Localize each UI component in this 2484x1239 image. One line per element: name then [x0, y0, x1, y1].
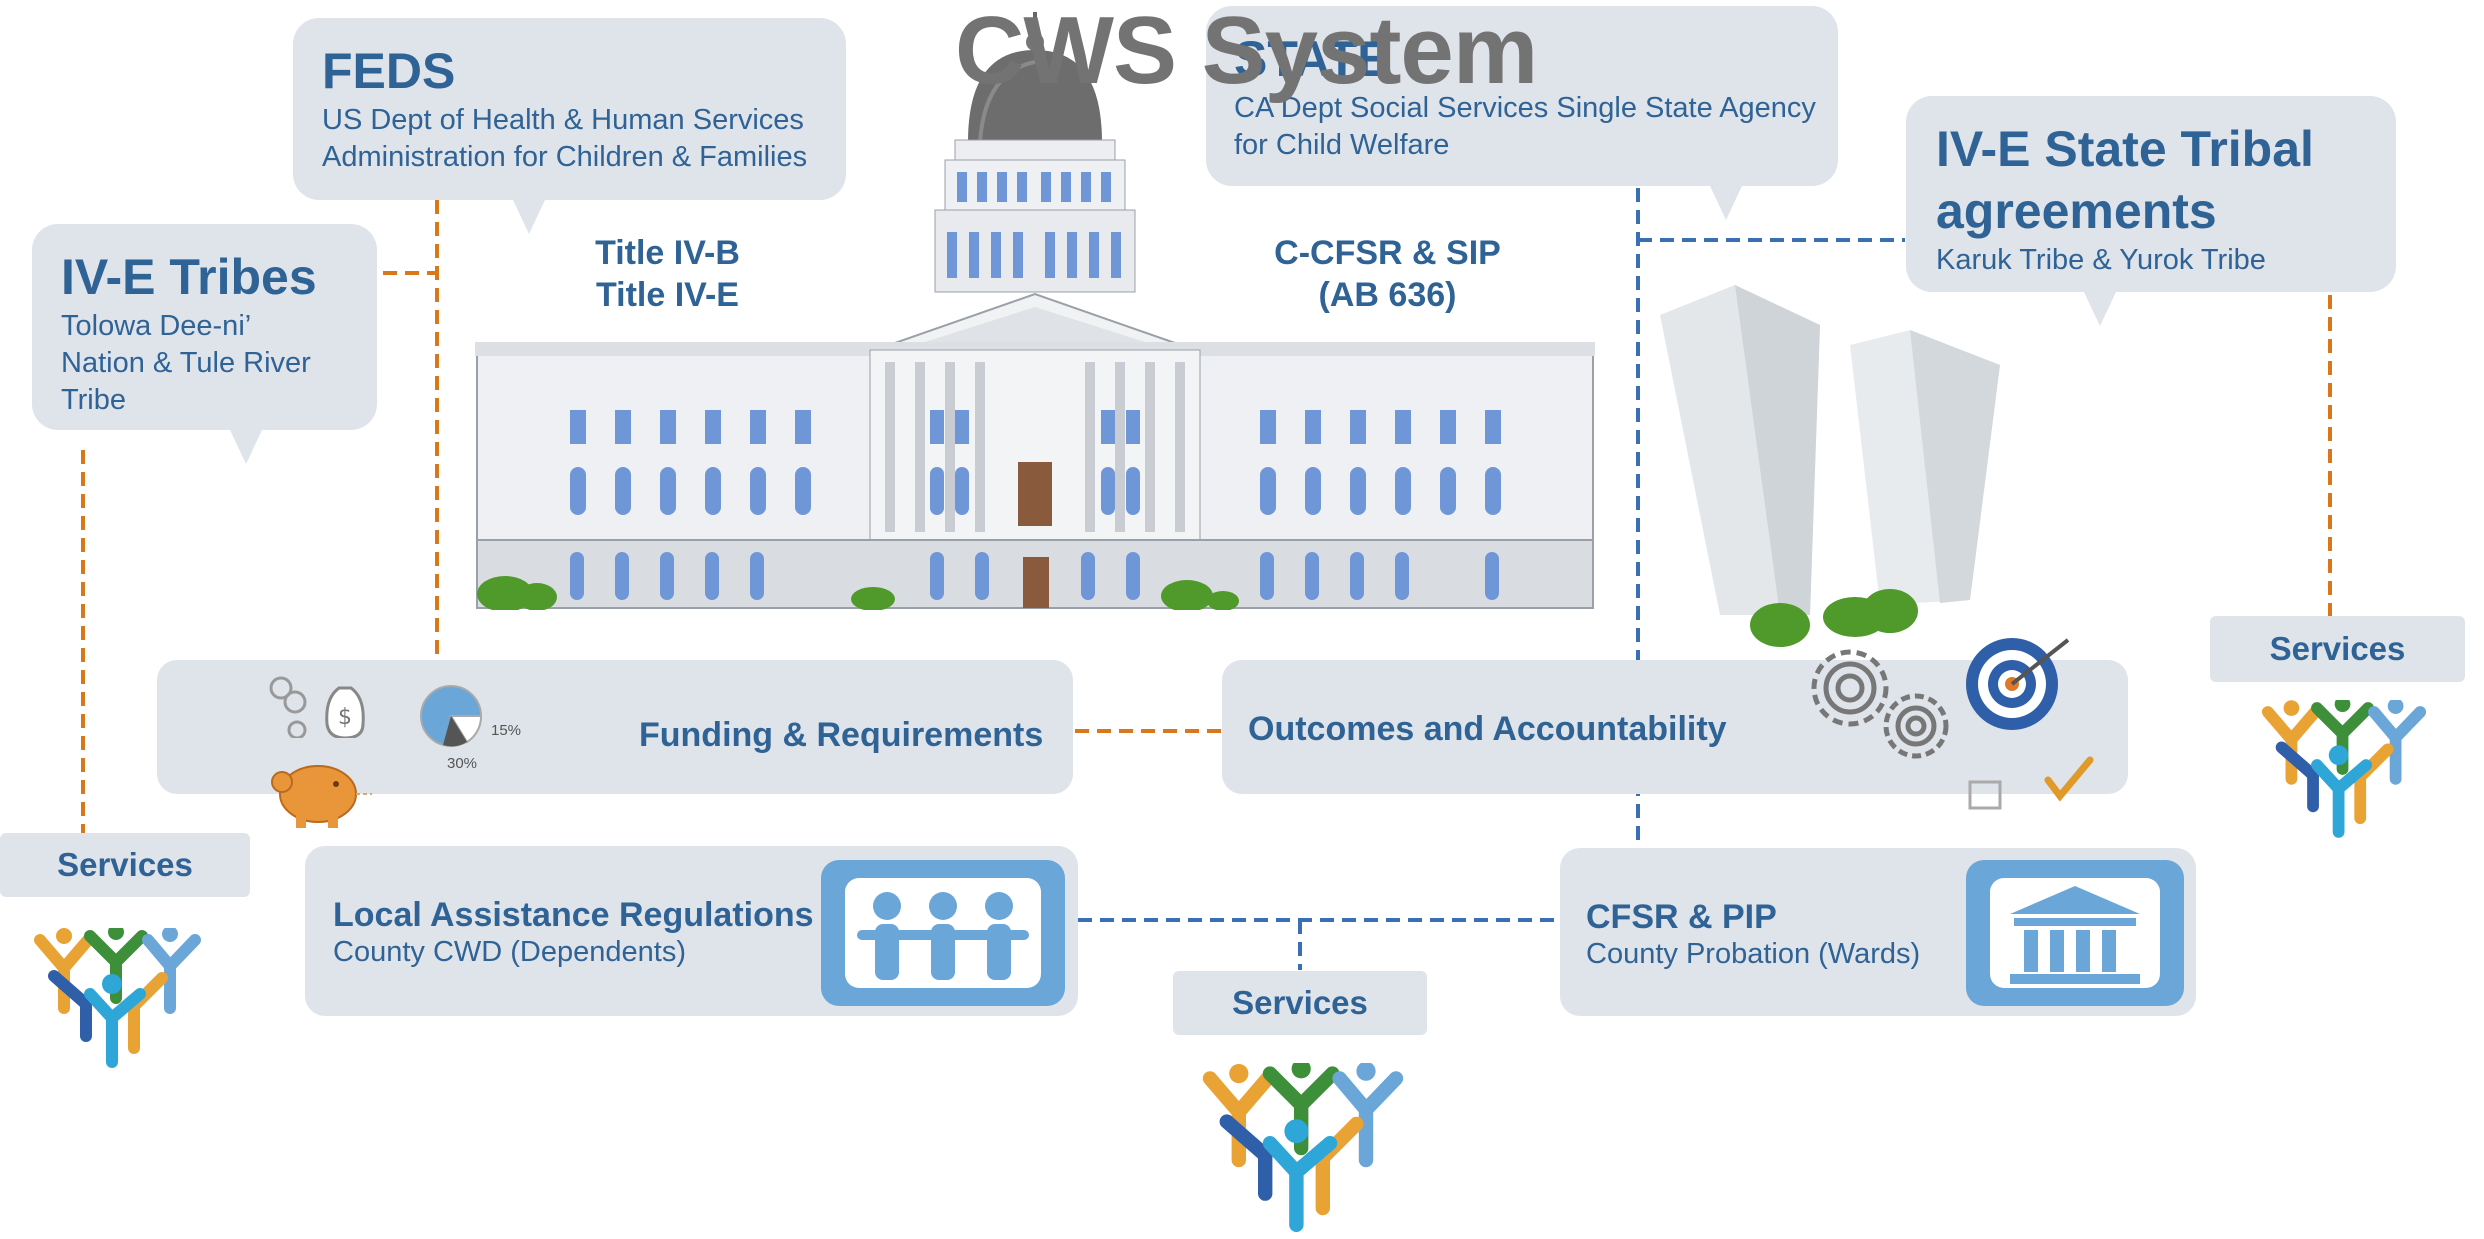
titles-label: Title IV-B Title IV-E	[560, 232, 775, 316]
local-sub: County CWD (Dependents)	[333, 936, 686, 968]
people-group-icon	[34, 928, 201, 1068]
state-line-2: for Child Welfare	[1234, 129, 1450, 161]
services-right: Services	[2210, 616, 2465, 682]
pie-label-15: 15%	[491, 722, 522, 739]
people-group-icon	[1202, 1063, 1404, 1232]
tribal-callout-tail	[2084, 292, 2116, 326]
tribes-callout-tail	[230, 430, 262, 464]
office-towers-icon	[1660, 285, 2000, 647]
people-group-icon	[2261, 700, 2427, 838]
feds-line-1: US Dept of Health & Human Services	[322, 104, 804, 136]
state-line-1: CA Dept Social Services Single State Age…	[1234, 92, 1816, 124]
feds-callout: FEDS US Dept of Health & Human Services …	[293, 18, 846, 234]
feds-callout-tail	[513, 200, 545, 234]
pie-label-30: 30%	[447, 755, 478, 772]
funding-bar: $ 15% 30% Funding & Requirements	[157, 660, 1073, 794]
tribal-heading-1: IV-E State Tribal	[1936, 121, 2314, 177]
tribes-line-2: Nation & Tule River	[61, 347, 311, 379]
gears-icon	[1811, 649, 1949, 759]
state-heading: STATE	[1234, 31, 1391, 87]
pie-chart-icon	[420, 685, 483, 747]
tribes-heading: IV-E Tribes	[61, 249, 317, 305]
checkmark-icon	[1968, 756, 2094, 810]
page-title: CWS System	[955, 0, 1538, 104]
tribes-callout: IV-E Tribes Tolowa Dee-ni’ Nation & Tule…	[32, 224, 377, 464]
feds-heading: FEDS	[322, 43, 456, 99]
feds-line-2: Administration for Children & Families	[322, 141, 808, 173]
tribes-line-1: Tolowa Dee-ni’	[61, 310, 252, 342]
funding-label: Funding & Requirements	[639, 716, 1044, 754]
ccfsr-line-1: C-CFSR & SIP	[1274, 234, 1501, 272]
local-heading: Local Assistance Regulations	[333, 896, 814, 934]
title-iv-e: Title IV-E	[596, 276, 739, 314]
tribes-line-3: Tribe	[61, 384, 126, 416]
services-center: Services	[1173, 971, 1427, 1035]
piggy-bank-icon	[271, 765, 372, 828]
family-icon-box	[821, 860, 1065, 1006]
tribal-agreements-callout: IV-E State Tribal agreements Karuk Tribe…	[1906, 96, 2396, 326]
ccfsr-label: C-CFSR & SIP (AB 636)	[1255, 232, 1520, 316]
tribal-heading-2: agreements	[1936, 183, 2217, 239]
courthouse-icon-box	[1966, 860, 2184, 1006]
family-group-icon	[857, 892, 1029, 980]
local-assistance-panel: Local Assistance Regulations County CWD …	[305, 846, 1078, 1016]
svg-text:$: $	[338, 705, 352, 730]
courthouse-icon	[2010, 886, 2140, 984]
services-left: Services	[0, 833, 250, 897]
money-bag-icon: $	[269, 676, 365, 738]
state-callout-tail	[1710, 186, 1742, 220]
capitol-building-icon	[475, 12, 1595, 610]
target-icon	[1966, 638, 2070, 730]
tribal-line-1: Karuk Tribe & Yurok Tribe	[1936, 244, 2266, 276]
title-iv-b: Title IV-B	[595, 234, 740, 272]
ccfsr-line-2: (AB 636)	[1318, 276, 1457, 314]
state-callout: STATE CA Dept Social Services Single Sta…	[1206, 6, 1838, 220]
cfsr-pip-panel: CFSR & PIP County Probation (Wards)	[1560, 848, 2196, 1016]
outcomes-label: Outcomes and Accountability	[1248, 710, 1727, 748]
cfsr-heading: CFSR & PIP	[1586, 898, 1777, 936]
cfsr-sub: County Probation (Wards)	[1586, 938, 1921, 970]
